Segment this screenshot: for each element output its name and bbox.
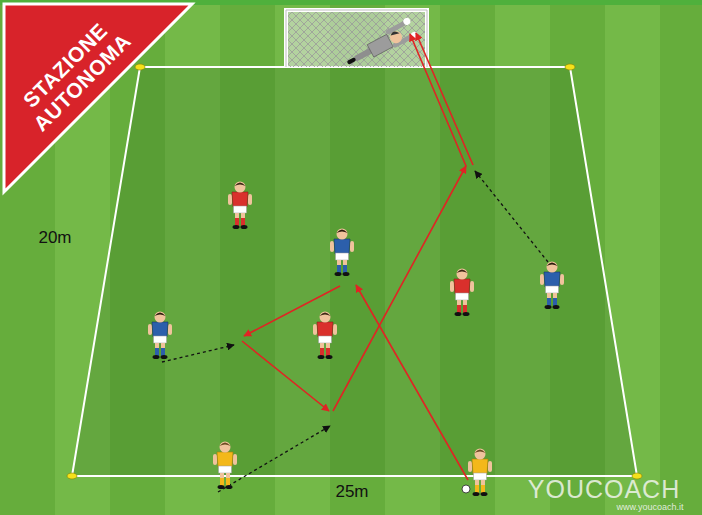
pitch-area: [72, 67, 637, 476]
watermark: YOUCOACH: [528, 475, 680, 504]
run-arrows: [162, 171, 548, 492]
goalkeeper: [342, 17, 419, 73]
dimension-label: 20m: [38, 228, 71, 248]
station-banner: STAZIONE AUTONOMA: [0, 0, 200, 200]
goal: [286, 10, 427, 67]
dimension-label: 25m: [335, 482, 368, 502]
cones: [67, 64, 642, 479]
watermark-url: www.youcoach.it: [616, 502, 683, 512]
pass-arrows: [242, 33, 473, 480]
players: [148, 182, 564, 497]
